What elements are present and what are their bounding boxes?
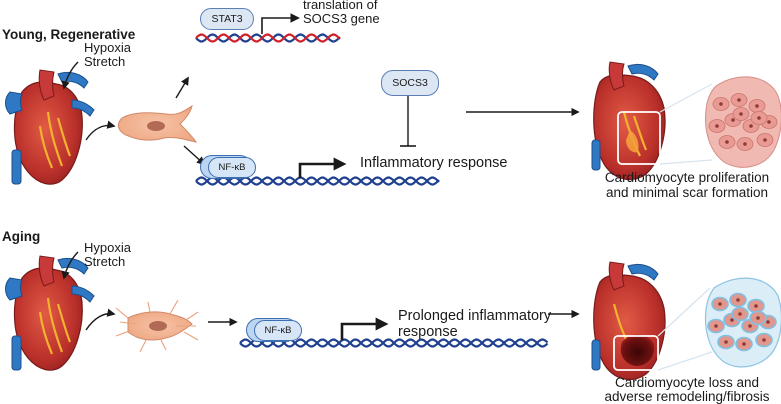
cell-nucleus — [766, 320, 770, 324]
cell-nucleus — [767, 120, 771, 124]
fibrotic-tissue-icon — [704, 277, 781, 368]
cell-nucleus — [731, 118, 735, 122]
cell-nucleus — [763, 138, 767, 142]
cell-nucleus — [756, 316, 760, 320]
outcome-aging-line1: Cardiomyocyte loss and — [614, 375, 760, 390]
cell-nucleus — [742, 342, 746, 346]
cell-nucleus — [714, 324, 718, 328]
stimulus-stretch: Stretch — [84, 54, 126, 69]
stimulus-hypoxia: Hypoxia — [84, 40, 131, 55]
nfkb-pill: NF-κB — [208, 157, 256, 178]
dna-strand — [195, 33, 341, 43]
cell-nucleus — [739, 112, 743, 116]
heart-icon — [591, 261, 666, 381]
heart-icon — [5, 69, 95, 185]
cell-nucleus — [736, 298, 740, 302]
stat3-pill: STAT3 — [200, 8, 254, 30]
senescent-fibroblast-icon — [115, 299, 199, 353]
heart-icon — [591, 61, 666, 181]
outcome-young-line1: Cardiomyocyte proliferation — [604, 170, 770, 185]
cell-nucleus — [725, 140, 729, 144]
outcome-young-line2: and minimal scar formation — [605, 185, 769, 200]
prolonged-response-line2: response — [398, 324, 458, 340]
prolonged-response-line1: Prolonged inflammatory — [398, 308, 552, 324]
socs3-pill: SOCS3 — [381, 70, 439, 96]
cell-nucleus — [755, 104, 759, 108]
translation-text-line1: translation of — [303, 0, 378, 12]
cell-nucleus — [730, 318, 734, 322]
cell-nucleus — [737, 98, 741, 102]
cell-nucleus — [762, 338, 766, 342]
panel-title-young: Young, Regenerative — [2, 27, 136, 42]
stimulus-hypoxia-aging: Hypoxia — [84, 240, 131, 255]
cell-nucleus — [715, 124, 719, 128]
cell-nucleus — [738, 312, 742, 316]
fibroblast-cell-icon — [117, 104, 198, 143]
cell-nucleus — [719, 102, 723, 106]
nfkb-pill-aging: NF-κB — [254, 320, 302, 341]
cell-nucleus — [718, 302, 722, 306]
heart-icon — [5, 255, 95, 371]
cell-nucleus — [757, 116, 761, 120]
cell-nucleus — [743, 142, 747, 146]
healthy-tissue-icon — [705, 76, 781, 168]
cell-nucleus — [724, 340, 728, 344]
cell-nucleus — [748, 324, 752, 328]
inflammatory-response-label: Inflammatory response — [360, 155, 508, 171]
translation-text-line2: SOCS3 gene — [303, 11, 380, 26]
stimulus-stretch-aging: Stretch — [84, 254, 126, 269]
cell-nucleus — [749, 124, 753, 128]
panel-title-aging: Aging — [2, 229, 41, 244]
outcome-aging-line2: adverse remodeling/fibrosis — [604, 389, 770, 404]
cell-nucleus — [754, 304, 758, 308]
